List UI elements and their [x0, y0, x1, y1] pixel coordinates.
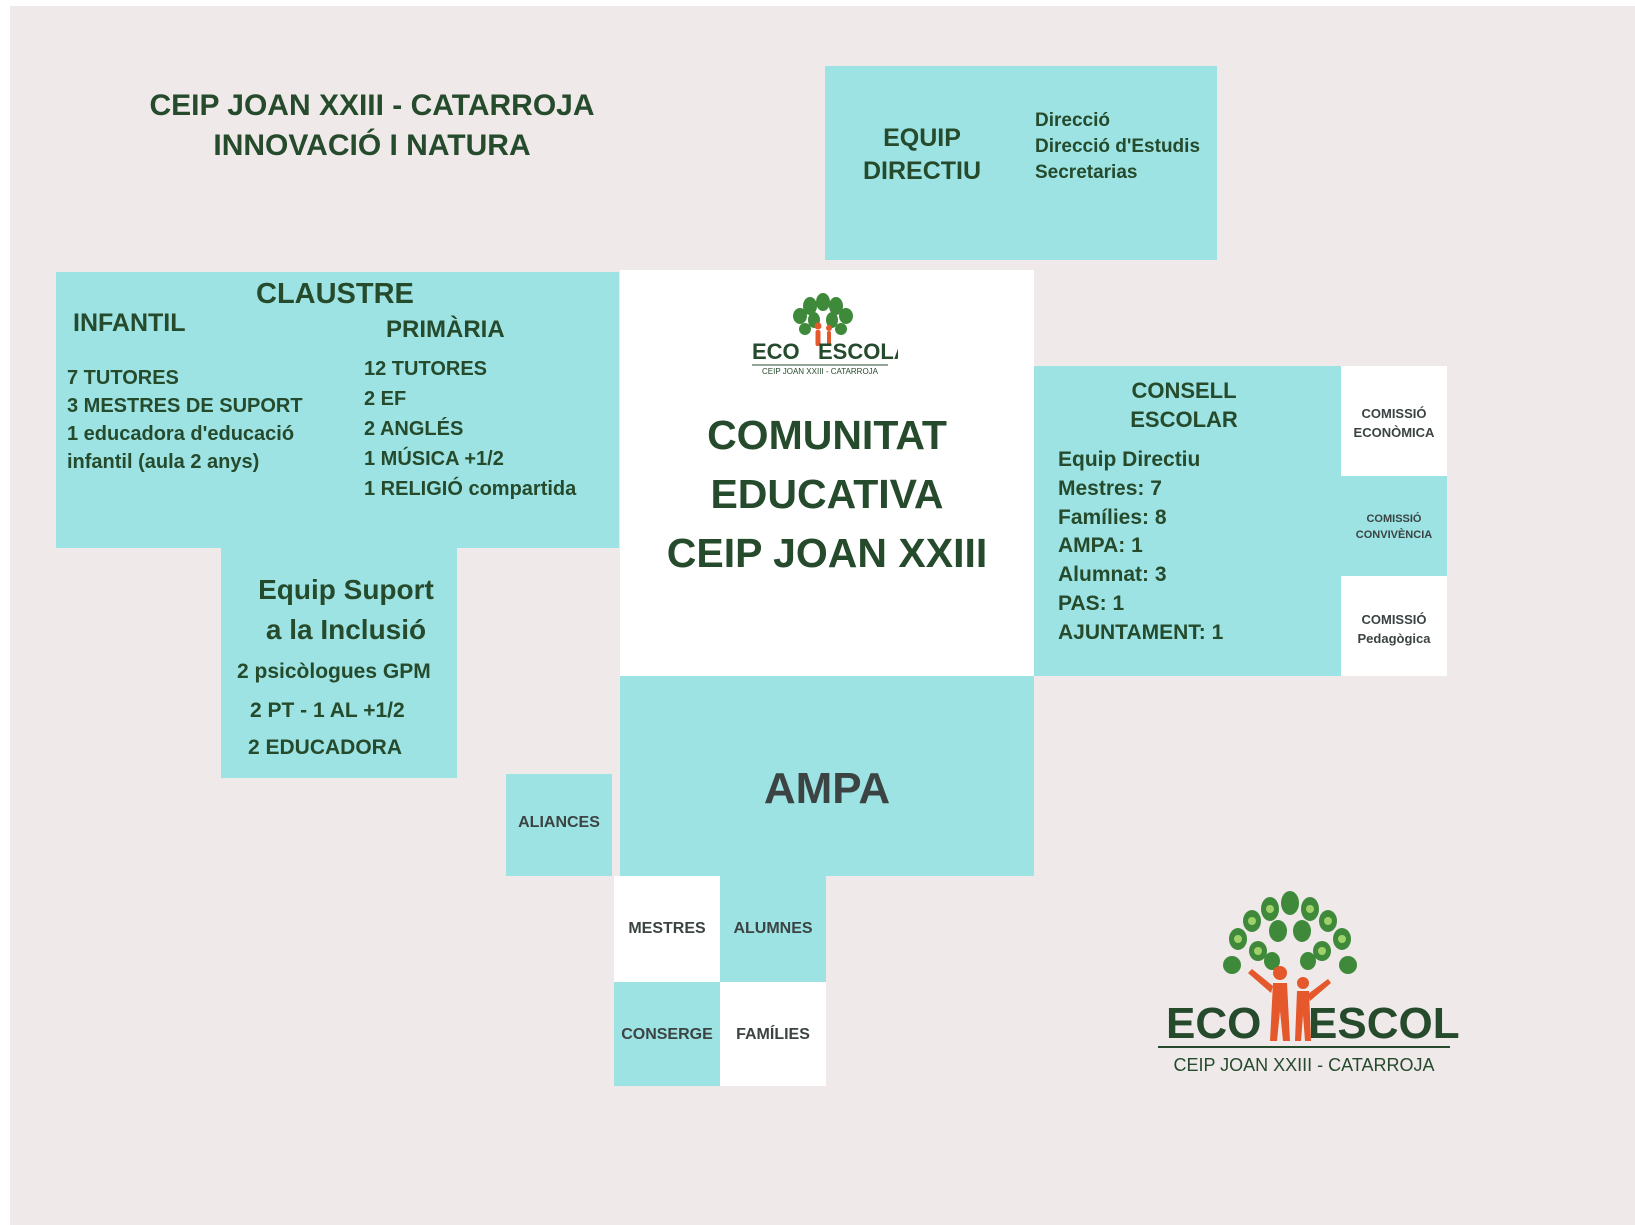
infantil-item: infantil (aula 2 anys) — [67, 451, 260, 473]
families-tile: FAMÍLIES — [720, 982, 826, 1086]
comunitat-line-3: CEIP JOAN XXIII — [666, 530, 988, 576]
primaria-item: 1 MÚSICA +1/2 — [364, 448, 504, 470]
equip-suport-title: Equip Suport a la Inclusió — [221, 570, 471, 650]
equip-directiu-title: EQUIP DIRECTIU — [847, 122, 997, 188]
equip-suport-box: Equip Suport a la Inclusió 2 psicòlogues… — [221, 548, 457, 778]
infantil-item: 7 TUTORES — [67, 367, 179, 389]
consell-item: PAS: 1 — [1058, 591, 1125, 615]
comunitat-line-2: EDUCATIVA — [710, 471, 944, 517]
equip-suport-item: 2 PT - 1 AL +1/2 — [250, 699, 405, 722]
equip-directiu-box: EQUIP DIRECTIU Direcció Direcció d'Estud… — [825, 66, 1217, 260]
consell-list: Equip Directiu Mestres: 7 Famílies: 8 AM… — [1058, 446, 1223, 648]
equip-suport-item: 2 psicòlogues GPM — [237, 660, 431, 683]
infantil-title: INFANTIL — [73, 309, 186, 337]
primaria-list: 12 TUTORES 2 EF 2 ANGLÉS 1 MÚSICA +1/2 1… — [364, 354, 576, 504]
tree-icon: ECO ESCOLA CEIP JOAN XXIII - CATARROJA — [752, 293, 910, 376]
equip-directiu-title-line-1: EQUIP — [883, 124, 961, 152]
primaria-item: 1 RELIGIÓ compartida — [364, 478, 577, 500]
claustre-title: CLAUSTRE — [256, 278, 414, 310]
equip-directiu-item: Secretarias — [1035, 162, 1138, 183]
logo-small-escola: ESCOLA — [818, 339, 898, 364]
consell-item: AMPA: 1 — [1058, 534, 1143, 558]
infantil-item: 1 educadora d'educació — [67, 423, 295, 445]
page-title: CEIP JOAN XXIII - CATARROJA INNOVACIÓ I … — [122, 86, 622, 166]
consell-item: Mestres: 7 — [1058, 476, 1162, 500]
comissio-pedagogica-label: COMISSIÓ Pedagògica — [1341, 610, 1447, 648]
comunitat-line-1: COMUNITAT — [707, 412, 947, 458]
comissio-convivencia-label: COMISSIÓ CONVIVÈNCIA — [1341, 511, 1447, 543]
equip-suport-item: 2 EDUCADORA — [248, 736, 403, 759]
logo-small-subtitle: CEIP JOAN XXIII - CATARROJA — [762, 367, 879, 376]
equip-directiu-title-line-2: DIRECTIU — [862, 157, 982, 185]
families-label: FAMÍLIES — [736, 1026, 810, 1043]
comissio-economica-box: COMISSIÓ ECONÒMICA — [1341, 366, 1447, 476]
logo-small-eco: ECO — [752, 339, 800, 364]
comissio-economica-line-1: COMISSIÓ — [1361, 406, 1427, 421]
conserge-tile: CONSERGE — [614, 982, 720, 1086]
primaria-item: 2 ANGLÉS — [364, 418, 464, 440]
infantil-list: 7 TUTORES 3 MESTRES DE SUPORT 1 educador… — [67, 364, 303, 476]
equip-directiu-item: Direcció d'Estudis — [1035, 136, 1201, 157]
title-line-1: CEIP JOAN XXIII - CATARROJA — [149, 89, 595, 122]
equip-suport-title-line-1: Equip Suport — [258, 574, 434, 605]
eco-escola-logo-small: ECO ESCOLA CEIP JOAN XXIII - CATARROJA — [748, 284, 910, 384]
comissio-convivencia-line-1: COMISSIÓ — [1366, 513, 1422, 525]
comissio-economica-label: COMISSIÓ ECONÒMICA — [1341, 404, 1447, 442]
title-line-2: INNOVACIÓ I NATURA — [213, 129, 531, 162]
diagram-canvas: CEIP JOAN XXIII - CATARROJA INNOVACIÓ I … — [10, 6, 1635, 1225]
equip-directiu-item: Direcció — [1035, 110, 1110, 131]
comunitat-educativa-box: ECO ESCOLA CEIP JOAN XXIII - CATARROJA C… — [620, 270, 1034, 676]
conserge-label: CONSERGE — [621, 1026, 713, 1043]
comissio-convivencia-box: COMISSIÓ CONVIVÈNCIA — [1341, 476, 1447, 576]
consell-item: Alumnat: 3 — [1058, 563, 1167, 587]
comissio-economica-line-2: ECONÒMICA — [1353, 425, 1435, 440]
logo-large-subtitle: CEIP JOAN XXIII - CATARROJA — [1173, 1055, 1434, 1075]
comunitat-title: COMUNITAT EDUCATIVA CEIP JOAN XXIII — [620, 406, 1034, 583]
ampa-box: AMPA — [620, 676, 1034, 876]
consell-item: Equip Directiu — [1058, 448, 1201, 471]
alumnes-label: ALUMNES — [733, 920, 813, 937]
comissio-convivencia-line-2: CONVIVÈNCIA — [1355, 529, 1433, 541]
primaria-item: 12 TUTORES — [364, 358, 487, 380]
primaria-item: 2 EF — [364, 388, 407, 410]
tree-icon: ECO ESCOLA CEIP JOAN XXIII - CATARROJA — [1158, 891, 1491, 1075]
consell-item: Famílies: 8 — [1058, 505, 1167, 529]
primaria-title: PRIMÀRIA — [386, 316, 505, 343]
consell-escolar-box: CONSELL ESCOLAR Equip Directiu Mestres: … — [1034, 366, 1341, 676]
aliances-box: ALIANCES — [506, 774, 612, 876]
consell-title-line-2: ESCOLAR — [1130, 407, 1238, 432]
consell-item: AJUNTAMENT: 1 — [1058, 620, 1224, 644]
equip-directiu-list: Direcció Direcció d'Estudis Secretarias — [1035, 108, 1200, 186]
consell-title: CONSELL ESCOLAR — [1109, 376, 1259, 434]
logo-large-eco: ECO — [1166, 999, 1261, 1048]
mestres-label: MESTRES — [628, 920, 706, 937]
eco-escola-logo-large: ECO ESCOLA CEIP JOAN XXIII - CATARROJA — [1140, 891, 1491, 1101]
comissio-pedagogica-line-1: COMISSIÓ — [1361, 612, 1427, 627]
comissio-pedagogica-line-2: Pedagògica — [1357, 631, 1431, 646]
comissio-pedagogica-box: COMISSIÓ Pedagògica — [1341, 576, 1447, 676]
logo-large-escola: ESCOLA — [1308, 999, 1460, 1048]
consell-title-line-1: CONSELL — [1131, 378, 1237, 403]
mestres-tile: MESTRES — [614, 876, 720, 982]
claustre-box: CLAUSTRE INFANTIL 7 TUTORES 3 MESTRES DE… — [56, 272, 619, 548]
infantil-item: 3 MESTRES DE SUPORT — [67, 395, 303, 417]
ampa-label: AMPA — [763, 764, 891, 813]
equip-suport-title-line-2: a la Inclusió — [265, 614, 427, 645]
alumnes-tile: ALUMNES — [720, 876, 826, 982]
aliances-label: ALIANCES — [518, 814, 600, 831]
